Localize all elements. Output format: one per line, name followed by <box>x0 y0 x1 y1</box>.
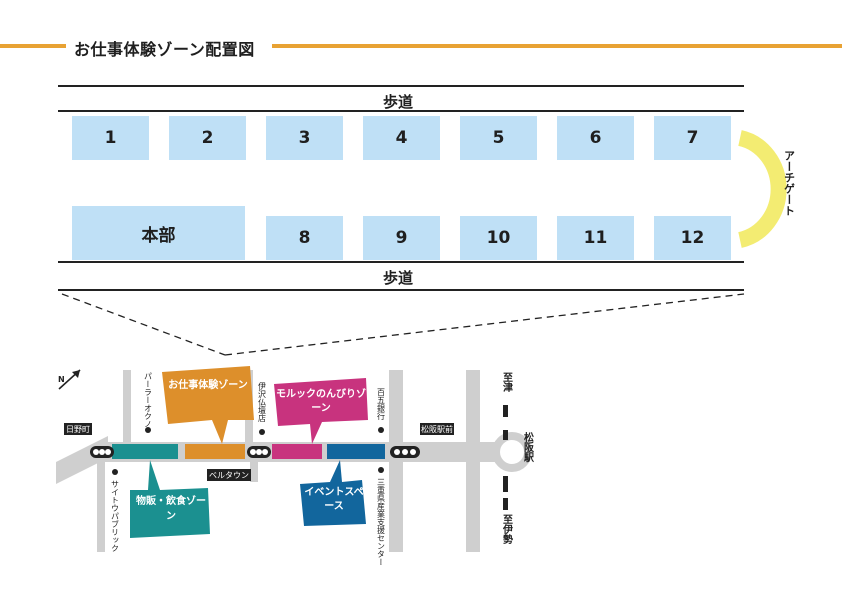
label-mie: 三重県産業支援センター <box>377 478 386 566</box>
signal-hino <box>90 446 114 458</box>
header-line-right <box>272 44 842 48</box>
north-arrow-icon: N <box>58 369 81 390</box>
arch-gate-shape <box>737 130 787 248</box>
zone-bar-magenta <box>272 444 322 459</box>
bubble-sales-zone: 物販・飲食ゾーン <box>130 460 210 538</box>
walkway-divider-top <box>58 110 744 112</box>
walkway-bottom-label: 歩道 <box>382 269 413 287</box>
bubble-event-text: イベントスペース <box>304 487 364 512</box>
walkway-bottom-line <box>58 289 744 291</box>
road-side-4 <box>250 462 258 482</box>
label-beru: ベルタウン <box>209 471 249 480</box>
bubble-morukku-text: モルックのんびりゾーン <box>276 389 366 414</box>
signal-beru <box>247 446 271 458</box>
booth-4: 4 <box>363 116 440 160</box>
road-side-6 <box>466 370 480 552</box>
headquarters: 本部 <box>72 206 245 260</box>
station-roundabout <box>492 432 532 472</box>
label-parlor: パーラーオクノ <box>144 372 153 428</box>
dot-saito <box>112 469 118 475</box>
booth-1: 1 <box>72 116 149 160</box>
walkway-top-line <box>58 85 744 87</box>
header-line-left <box>0 44 66 48</box>
booth-3: 3 <box>266 116 343 160</box>
dot-parlor <box>145 427 151 433</box>
bubble-event-zone: イベントスペース <box>300 460 366 526</box>
road-side-5 <box>389 370 403 552</box>
dot-mie <box>378 467 384 473</box>
booth-10: 10 <box>460 216 537 260</box>
zoom-line-left <box>61 293 226 356</box>
walkway-top-label: 歩道 <box>382 93 413 111</box>
booth-12: 12 <box>654 216 731 260</box>
label-to-ise: 至伊勢 <box>501 514 514 545</box>
rail-line <box>503 405 508 510</box>
dot-izawa <box>259 429 265 435</box>
booth-2: 2 <box>169 116 246 160</box>
bubble-work-text: お仕事体験ゾーン <box>168 380 248 391</box>
bubble-sales-text: 物販・飲食ゾーン <box>136 496 206 522</box>
label-box-matsusaka-ekimae: 松阪駅前 <box>420 423 454 435</box>
label-izawa: 伊沢仏壇店 <box>258 381 267 423</box>
arch-gate-label: アーチゲート <box>783 150 796 216</box>
booth-7: 7 <box>654 116 731 160</box>
label-matsusaka-ekimae: 松阪駅前 <box>421 424 453 434</box>
booth-11: 11 <box>557 216 634 260</box>
label-hyakugo: 百五銀行 <box>377 388 386 421</box>
zone-bar-blue <box>327 444 385 459</box>
label-matsusaka-station: 松阪駅 <box>522 431 535 463</box>
booth-8: 8 <box>266 216 343 260</box>
walkway-divider-bottom <box>58 261 744 263</box>
dot-hyakugo <box>378 427 384 433</box>
bubble-work-zone: お仕事体験ゾーン <box>162 366 254 444</box>
label-box-beru: ベルタウン <box>207 469 251 481</box>
label-hino: 日野町 <box>66 425 90 434</box>
road-side-1 <box>97 462 105 552</box>
booth-9: 9 <box>363 216 440 260</box>
zone-bar-orange <box>185 444 245 459</box>
bubble-morukku-zone: モルックのんびりゾーン <box>274 378 368 444</box>
label-saito: サイトウパブリック <box>111 480 120 552</box>
booth-6: 6 <box>557 116 634 160</box>
zone-bar-teal <box>112 444 178 459</box>
signal-matsusaka-ekimae <box>390 446 420 458</box>
svg-text:N: N <box>58 375 65 384</box>
zoom-line-right <box>224 293 745 356</box>
page-title: お仕事体験ゾーン配置図 <box>74 40 255 59</box>
label-to-tsu: 至津 <box>501 372 513 393</box>
booth-5: 5 <box>460 116 537 160</box>
label-box-hino: 日野町 <box>64 423 92 435</box>
road-side-2 <box>123 370 131 444</box>
